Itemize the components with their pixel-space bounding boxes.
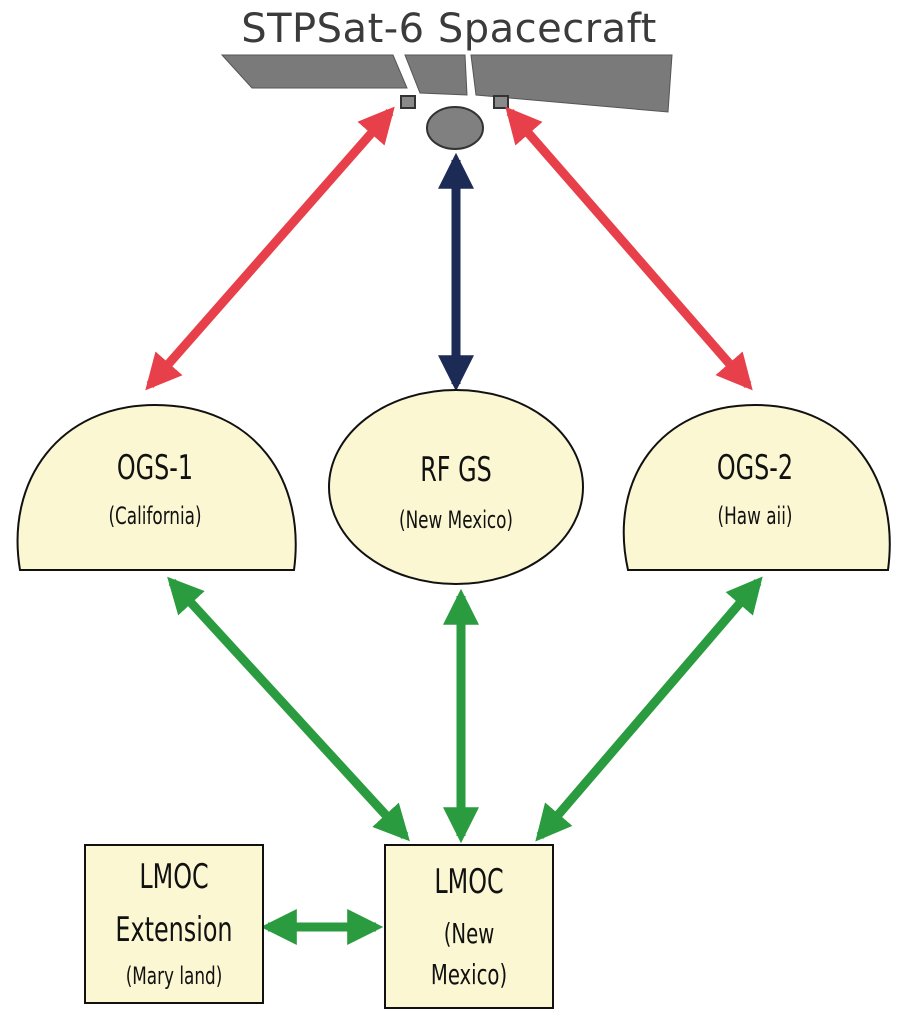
lmoc-line3: Mexico) [430, 958, 508, 991]
link-spacecraft-ogs2 [505, 106, 753, 391]
lmoc-extension-line3: (Mary land) [125, 962, 223, 990]
lmoc-line2: (New [443, 917, 495, 950]
spacecraft-icon [220, 54, 673, 150]
solar-panel-left [220, 54, 408, 89]
lmoc-extension-line2: Extension [115, 910, 233, 950]
rfgs-node [328, 389, 584, 585]
lmoc-node [384, 844, 554, 1009]
ogs2-location: (Haw aii) [717, 502, 793, 530]
optical-terminal-right [493, 95, 509, 109]
ogs2-node [622, 403, 891, 571]
ogs2-name: OGS-2 [716, 448, 794, 488]
diagram-title: STPSat-6 Spacecraft [241, 6, 657, 52]
ogs1-node [16, 403, 297, 571]
link-ogs1-lmoc [167, 576, 410, 842]
solar-panel-center [404, 54, 468, 96]
lmoc-line1: LMOC [434, 862, 504, 902]
optical-terminal-left [400, 95, 416, 109]
rfgs-location: (New Mexico) [398, 506, 514, 534]
rfgs-name: RF GS [420, 450, 492, 490]
link-ogs2-lmoc [535, 576, 763, 842]
lmoc-extension-line1: LMOC [139, 857, 209, 897]
link-spacecraft-ogs1 [145, 106, 395, 391]
ogs1-location: (California) [108, 502, 202, 530]
ogs1-name: OGS-1 [116, 448, 194, 488]
spacecraft-body [426, 106, 484, 150]
lmoc-extension-node [84, 844, 264, 1004]
